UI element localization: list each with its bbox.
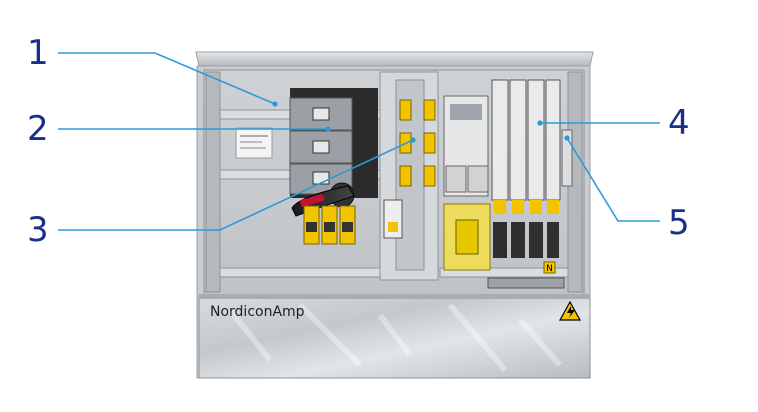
main-fuse-core	[455, 219, 479, 255]
fuse-switch-label	[547, 200, 559, 214]
bottom-fuse	[547, 222, 559, 258]
cabinet-roof	[195, 51, 594, 67]
fuse-cap	[342, 222, 353, 232]
leader-line-1	[58, 52, 276, 105]
yellow-fuse-holder	[423, 99, 436, 121]
neutral-terminal-label: N	[546, 264, 553, 274]
din-rail	[439, 267, 569, 278]
leader-line-5	[566, 137, 660, 222]
leader-endpoint	[537, 120, 543, 126]
fuse-cap	[324, 222, 335, 232]
leader-line-3	[58, 139, 414, 231]
callout-number-1: 1	[27, 33, 49, 73]
fuse-switch	[491, 79, 509, 201]
main-switch	[289, 88, 378, 217]
yellow-fuse-holder	[423, 132, 436, 154]
leader-endpoint	[564, 135, 570, 141]
yellow-fuse-holder	[399, 99, 412, 121]
switch-window	[312, 107, 330, 121]
panel-top-edge	[199, 294, 590, 299]
leader-endpoint	[272, 101, 278, 107]
fuse-switch-label	[530, 200, 542, 214]
leader-endpoints	[272, 101, 570, 143]
switch-fuses	[303, 205, 356, 245]
fuse-switch-label	[512, 200, 524, 214]
terminal-strip	[487, 277, 565, 289]
leader-endpoint	[410, 137, 416, 143]
switch-handle-grip	[300, 194, 325, 207]
front-panel	[198, 295, 591, 379]
brand-label: NordiconAmp	[210, 304, 305, 320]
callout-number-5: 5	[668, 203, 690, 243]
fuse-switch	[545, 79, 561, 201]
callout-number-4: 4	[668, 103, 690, 143]
meter-module-lower	[445, 165, 467, 193]
fuse-switch-label	[494, 200, 506, 214]
breaker-toggle	[388, 222, 398, 232]
callout-number-2: 2	[27, 109, 49, 149]
side-module	[561, 129, 573, 187]
bottom-fuse	[529, 222, 543, 258]
fuse-switch	[527, 79, 545, 201]
leader-endpoint	[325, 126, 331, 132]
fuse-column	[379, 71, 439, 281]
din-rail	[219, 267, 381, 278]
fuse-switch	[509, 79, 527, 201]
right-compartment: N	[443, 79, 573, 289]
meter-display	[450, 104, 482, 120]
breaker	[383, 199, 403, 239]
switch-window	[312, 140, 330, 154]
label-sticker	[235, 127, 273, 159]
callout-number-3: 3	[27, 210, 49, 250]
high-voltage-warning-icon	[558, 300, 582, 321]
left-post	[205, 71, 221, 293]
leader-lines	[58, 52, 660, 231]
fuse-cap	[306, 222, 317, 232]
bottom-fuse	[493, 222, 507, 258]
panel-texture	[227, 302, 563, 372]
yellow-fuse-holder	[399, 165, 412, 187]
bottom-fuse	[511, 222, 525, 258]
neutral-terminal-badge	[543, 261, 556, 274]
meter-module-lower	[467, 165, 489, 193]
yellow-fuse-holder	[423, 165, 436, 187]
